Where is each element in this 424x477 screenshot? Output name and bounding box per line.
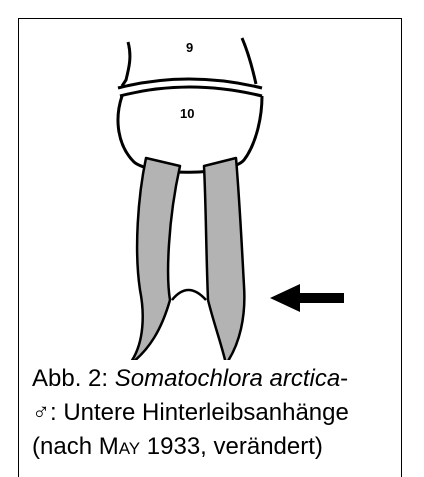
caption-author: May — [99, 433, 140, 460]
right-appendage — [204, 158, 244, 360]
segment-band — [118, 79, 262, 96]
appendages-drawing: 9 10 — [0, 0, 424, 360]
segment-9-label: 9 — [186, 40, 193, 55]
male-symbol: ♂ — [32, 399, 50, 426]
caption-line-3: (nach May 1933, verändert) — [32, 430, 392, 464]
inner-notch — [172, 290, 206, 300]
caption-dash: - — [340, 365, 348, 392]
caption-species: Somatochlora arctica — [115, 365, 340, 392]
segment-10: 10 — [118, 96, 262, 172]
figure-caption: Abb. 2: Somatochlora arctica- ♂: Untere … — [32, 362, 392, 464]
caption-source-rest: 1933, verändert) — [140, 433, 323, 460]
segment-10-label: 10 — [180, 106, 194, 121]
arrow-left-icon — [270, 284, 344, 312]
caption-line-2: ♂: Untere Hinterleibsanhänge — [32, 396, 392, 430]
caption-description: : Untere Hinterleibsanhänge — [50, 399, 349, 426]
left-appendage — [128, 158, 180, 360]
caption-source-open: (nach — [32, 433, 99, 460]
caption-prefix: Abb. 2: — [32, 365, 115, 392]
caption-line-1: Abb. 2: Somatochlora arctica- — [32, 362, 392, 396]
